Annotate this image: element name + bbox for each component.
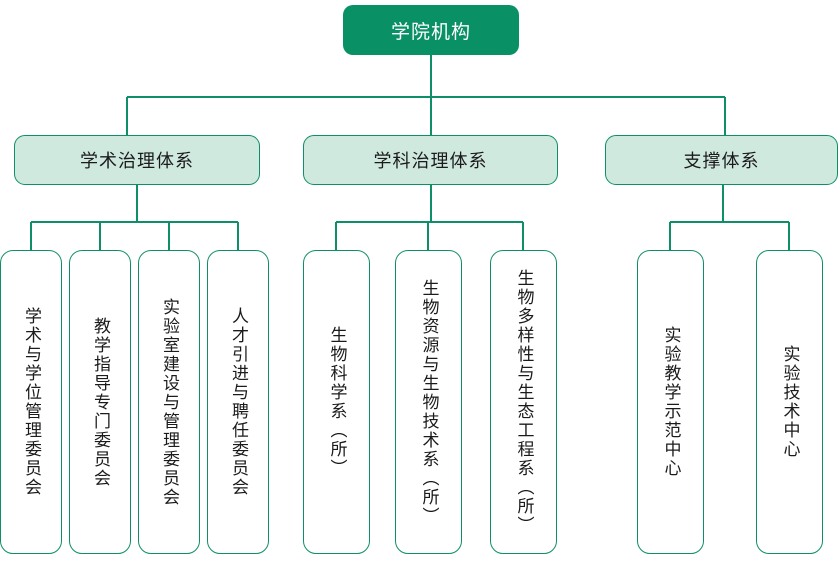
node-leaf-academic-degree-committee[interactable]: 学术与学位管理委员会 [0,250,62,554]
node-leaf-teaching-guidance-committee[interactable]: 教学指导专门委员会 [69,250,131,554]
node-branch-label: 支撑体系 [683,151,760,172]
node-branch-label: 学科治理体系 [373,151,488,172]
node-branch-academic-governance[interactable]: 学术治理体系 [14,135,260,185]
node-leaf-label: 人才引进与聘任委员会 [228,307,249,497]
node-leaf-experimental-technology-center[interactable]: 实验技术中心 [756,250,823,554]
node-leaf-label: 实验教学示范中心 [660,326,681,478]
node-leaf-biodiversity-ecological-engineering-department[interactable]: 生物多样性与生态工程系（所） [490,250,557,554]
node-leaf-experimental-teaching-demonstration-center[interactable]: 实验教学示范中心 [637,250,704,554]
node-leaf-label: 学术与学位管理委员会 [21,307,42,497]
node-root[interactable]: 学院机构 [343,5,519,55]
node-leaf-label: 生物科学系（所） [326,326,347,478]
node-branch-label: 学术治理体系 [80,151,194,172]
node-branch-support-system[interactable]: 支撑体系 [605,135,838,185]
node-leaf-label: 生物资源与生物技术系（所） [418,278,439,526]
node-leaf-label: 生物多样性与生态工程系（所） [513,269,534,535]
node-leaf-label: 教学指导专门委员会 [90,316,111,488]
node-branch-discipline-governance[interactable]: 学科治理体系 [303,135,558,185]
node-leaf-label: 实验室建设与管理委员会 [159,297,180,507]
node-leaf-talent-recruitment-committee[interactable]: 人才引进与聘任委员会 [207,250,269,554]
node-leaf-laboratory-construction-committee[interactable]: 实验室建设与管理委员会 [138,250,200,554]
node-root-label: 学院机构 [390,20,471,43]
node-leaf-bioresources-biotechnology-department[interactable]: 生物资源与生物技术系（所） [395,250,462,554]
node-leaf-biological-sciences-department[interactable]: 生物科学系（所） [303,250,370,554]
node-leaf-label: 实验技术中心 [779,345,800,459]
